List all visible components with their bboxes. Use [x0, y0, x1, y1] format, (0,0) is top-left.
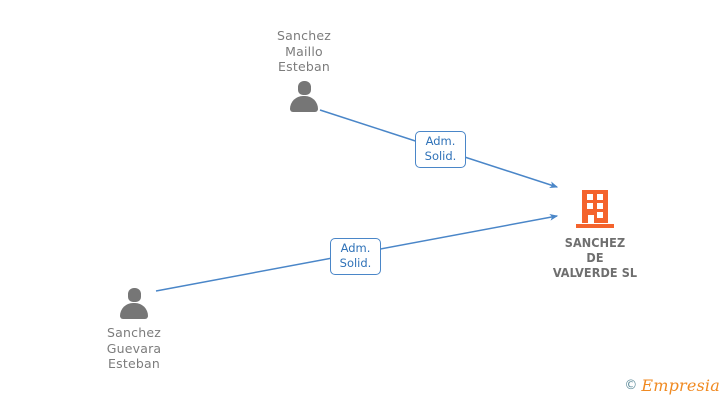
person-label: Sanchez Guevara Esteban — [106, 325, 162, 371]
copyright-icon: © — [624, 378, 638, 393]
person-node-sanchez-maillo-esteban[interactable]: Sanchez Maillo Esteban — [244, 28, 364, 112]
edge-label-adm-solid-guevara[interactable]: Adm. Solid. — [330, 238, 381, 275]
person-body-shape — [120, 303, 148, 319]
company-label: SANCHEZ DE VALVERDE SL — [552, 235, 638, 280]
building-window — [597, 203, 603, 209]
person-head-shape — [298, 80, 311, 95]
building-window — [587, 194, 593, 200]
building-icon — [576, 190, 614, 228]
person-node-sanchez-guevara-esteban[interactable]: Sanchez Guevara Esteban — [74, 288, 194, 372]
building-window — [597, 212, 603, 218]
building-tower-shape — [582, 190, 608, 223]
edge-label-adm-solid-maillo[interactable]: Adm. Solid. — [415, 131, 466, 168]
building-window — [597, 194, 603, 200]
company-node-sanchez-de-valverde-sl[interactable]: SANCHEZ DE VALVERDE SL — [535, 190, 655, 280]
person-icon — [287, 80, 321, 112]
brand-wordmark: Empresia — [641, 376, 720, 395]
building-base-shape — [576, 224, 614, 228]
person-body-shape — [290, 95, 318, 112]
building-window — [587, 203, 593, 209]
person-icon — [117, 288, 151, 319]
watermark: © Empresia — [624, 376, 720, 395]
person-head-shape — [128, 288, 141, 302]
building-door — [588, 215, 594, 224]
person-label: Sanchez Maillo Esteban — [277, 28, 331, 74]
